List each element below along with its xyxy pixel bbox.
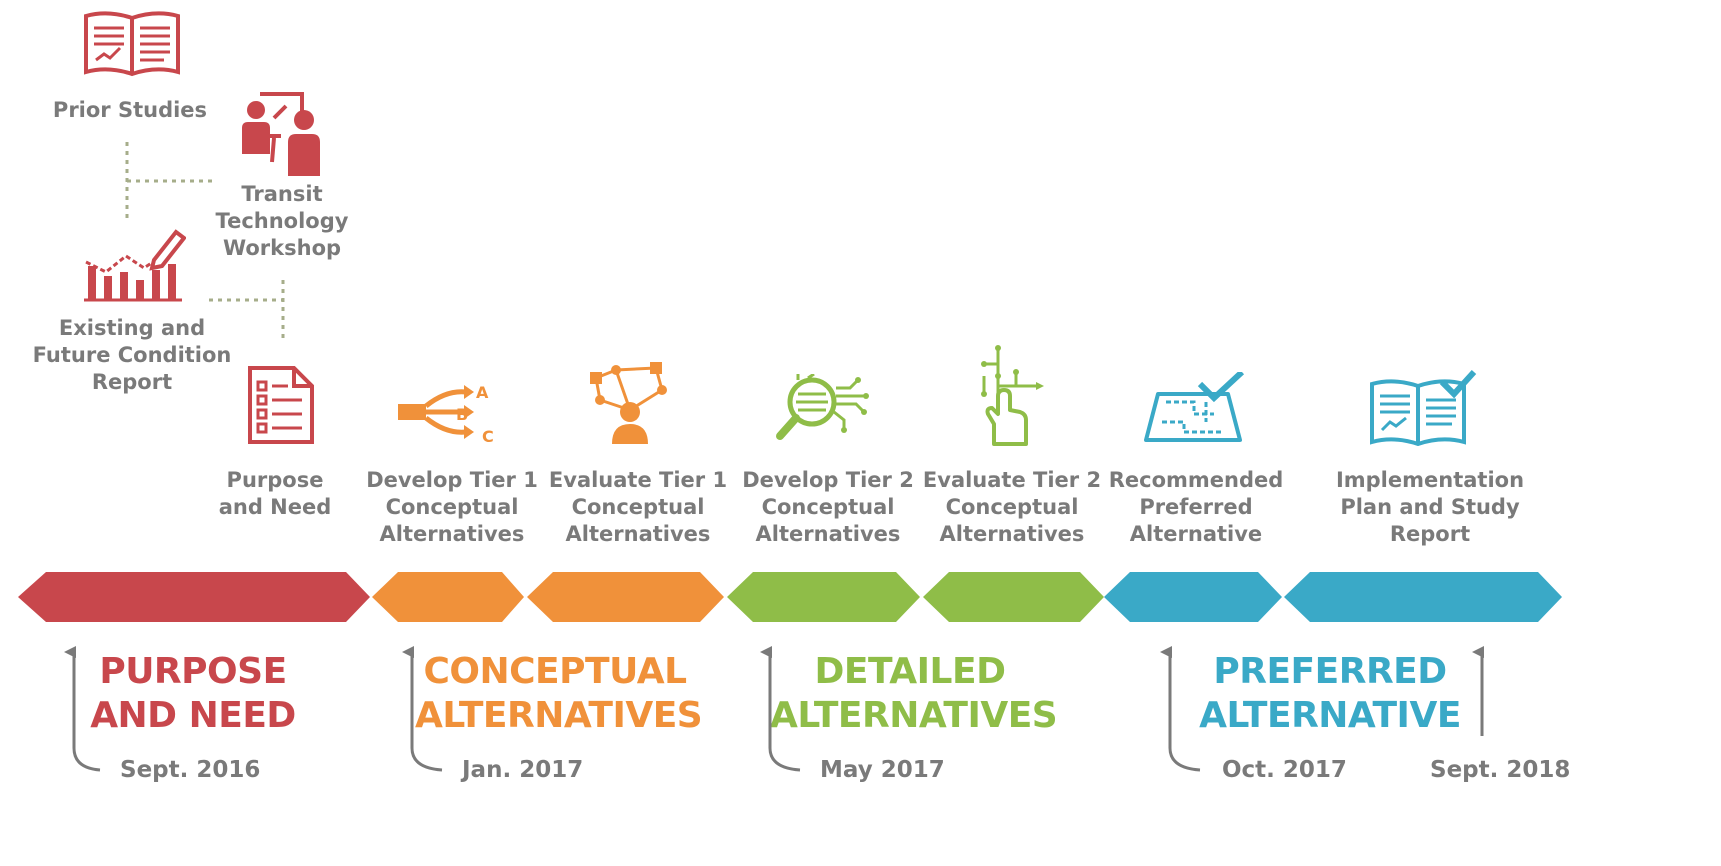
phase-purpose-and-need: PURPOSE AND NEED [90,651,296,736]
step-label: Purpose and Need [218,468,332,519]
svg-text:B: B [456,405,468,424]
step-label: Develop Tier 2 Conceptual Alternatives [742,468,914,546]
hand-pointer-circuit-icon [976,344,1046,448]
date-may-2017: May 2017 [820,757,945,783]
map-checkmark-icon [1144,372,1248,444]
milestone-arrow-jan-2017 [402,646,443,772]
branching-arrows-abc-icon: A B C [396,380,500,444]
step-label: Evaluate Tier 1 Conceptual Alternatives [548,468,728,546]
prior-studies-label: Prior Studies [52,98,208,122]
milestone-arrow-oct-2017 [1160,646,1201,772]
milestone-arrows [0,640,1721,780]
segment-purpose [18,572,370,622]
checklist-document-icon [246,364,316,446]
transit-workshop-label: Transit Technology Workshop [215,182,349,260]
svg-text:C: C [482,427,494,444]
svg-text:A: A [476,383,489,402]
open-book-chart-icon [80,8,184,78]
book-checkmark-icon [1368,370,1478,446]
step-label: Implementation Plan and Study Report [1335,468,1525,546]
milestone-arrow-may-2017 [760,646,801,772]
segment-detailed-1 [727,572,920,622]
date-oct-2017: Oct. 2017 [1222,757,1347,783]
phase-detailed-alternatives: DETAILED ALTERNATIVES [770,651,1058,736]
bar-chart-pencil-icon [82,226,186,304]
presenter-audience-icon [234,84,324,179]
step-label: Recommended Preferred Alternative [1108,468,1284,546]
segment-conceptual-2 [527,572,724,622]
step-label: Evaluate Tier 2 Conceptual Alternatives [922,468,1102,546]
existing-report-label: Existing and Future Condition Report [32,316,232,394]
step-label: Develop Tier 1 Conceptual Alternatives [366,468,538,546]
phase-preferred-alternative: PREFERRED ALTERNATIVE [1199,651,1461,736]
phase-conceptual-alternatives: CONCEPTUAL ALTERNATIVES [415,651,703,736]
segment-detailed-2 [923,572,1104,622]
dotted-connectors [0,0,400,400]
magnifier-circuit-icon [774,374,874,444]
segment-conceptual-1 [372,572,524,622]
date-sept-2016: Sept. 2016 [120,757,261,783]
timeline-band [0,568,1721,628]
date-sept-2018: Sept. 2018 [1430,757,1571,783]
segment-preferred-2 [1284,572,1562,622]
milestone-arrow-sept-2016 [64,646,101,772]
date-jan-2017: Jan. 2017 [462,757,584,783]
segment-preferred-1 [1104,572,1282,622]
network-person-icon [586,360,670,446]
